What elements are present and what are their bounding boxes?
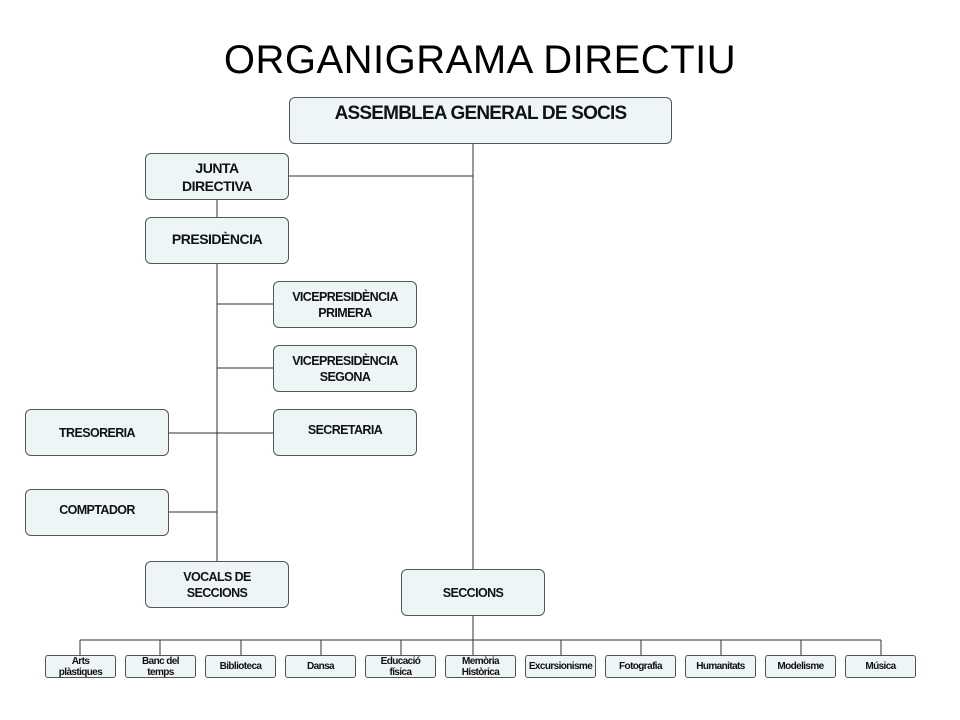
section-label: plàstiques [58,666,103,678]
node-label: PRIMERA [318,305,372,320]
node-label: SECCIONS [186,585,248,600]
node-assemblea: ASSEMBLEA GENERAL DE SOCIS [289,97,672,144]
section-box: Dansa [285,655,356,678]
node-seccions: SECCIONS [401,569,545,616]
node-label: COMPTADOR [59,503,135,517]
node-label: SEGONA [319,369,371,384]
node-label: SECCIONS [442,585,504,600]
node-presidencia: PRESIDÈNCIA [145,217,289,264]
section-box: Modelisme [765,655,836,678]
section-box: Música [845,655,916,678]
node-label: DIRECTIVA [182,177,252,194]
node-label: TRESORERIA [59,425,136,440]
section-label: Arts [71,655,90,667]
section-label: Excursionisme [528,661,593,672]
node-label: JUNTA [195,159,239,176]
section-label: Fotografia [619,661,662,672]
node-label: VICEPRESIDÈNCIA [292,289,398,304]
section-box: Biblioteca [205,655,276,678]
node-label: SECRETARIA [307,423,383,437]
node-label: ASSEMBLEA GENERAL DE SOCIS [334,103,628,124]
section-label: Humanitats [696,661,745,672]
node-secretaria: SECRETARIA [273,409,417,456]
section-label: Educació [380,655,421,667]
section-label: Banc del [142,655,179,667]
node-tresoreria: TRESORERIA [25,409,169,456]
section-label: Biblioteca [219,661,262,672]
node-label: VICEPRESIDÈNCIA [292,353,398,368]
section-label: física [389,666,413,678]
page-title: ORGANIGRAMA DIRECTIU [223,38,737,82]
node-comptador: COMPTADOR [25,489,169,536]
node-label: PRESIDÈNCIA [171,231,263,247]
section-label: Memòria [462,655,500,667]
section-label: temps [147,666,174,678]
section-box: Humanitats [685,655,756,678]
node-label: VOCALS DE [183,569,251,584]
section-box: Fotografia [605,655,676,678]
section-label: Dansa [306,661,335,672]
section-label: Modelisme [777,661,824,672]
section-box: Excursionisme [525,655,596,678]
section-label: Música [865,661,896,672]
section-label: Històrica [461,666,500,678]
